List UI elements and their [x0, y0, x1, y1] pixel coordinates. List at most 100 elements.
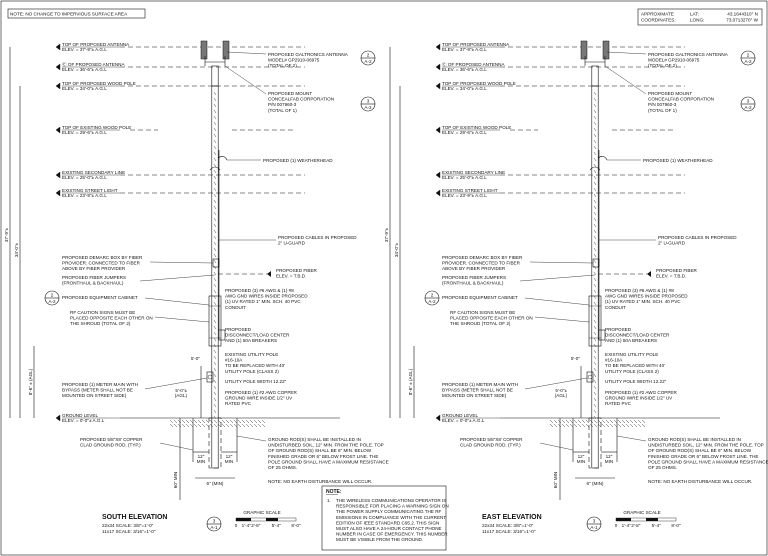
ground-rod-install-note: OF GROUND ROD(S) SHALL BE 6" MIN. BELOW	[648, 448, 752, 453]
existing-pole-note: #16-10A	[225, 358, 243, 363]
pole-texture	[593, 361, 597, 366]
fiber-note: PROPOSED FIBER	[656, 268, 698, 273]
soil-hatch-line	[257, 423, 262, 428]
scale-bar-fill	[236, 518, 251, 521]
graphic-scale-tick: 8'-0"	[671, 523, 681, 528]
soil-hatch-line	[253, 423, 258, 428]
dimension-width: 6" (MIN)	[587, 481, 604, 486]
soil-hatch-line	[613, 423, 618, 428]
pole-texture	[213, 325, 217, 330]
soil-hatch-line	[625, 419, 630, 424]
dimension-lines: 37'-9"±34'-0"±8'-6" ± (AGL)5'-0"5'-0"±(A…	[4, 47, 237, 500]
ground-rod-install-note: OF 25 OHMS.	[268, 465, 297, 470]
soil-hatch-line	[593, 419, 598, 424]
dimension-meter: 5'-0"±	[555, 388, 567, 393]
pole-texture	[213, 217, 217, 222]
ground-rod-note: CLAD GROUND ROD. (TYP.)	[460, 443, 521, 448]
level-name: TOP OF EXISTING WOOD POLE	[442, 125, 511, 130]
pole-texture	[213, 229, 217, 234]
soil-hatch-line	[609, 423, 614, 428]
fiber-note: ELEV. = T.B.D.	[656, 274, 686, 279]
jumpers-note: (FRONTHAUL & BACKHAUL)	[442, 281, 504, 286]
soil-hatch-line	[577, 423, 582, 428]
pole-texture	[213, 271, 217, 276]
level-arrow-icon	[435, 171, 441, 179]
bubble-sheet: A-2	[744, 59, 752, 64]
soil-hatch-line	[225, 419, 230, 424]
pole-texture	[213, 181, 217, 186]
pole-texture	[213, 415, 217, 420]
bubble-number: 2	[747, 53, 750, 58]
pole-top-extension	[211, 65, 219, 87]
note-line: MUST BE VISIBLE FROM THE GROUND.	[336, 537, 423, 542]
pole-texture	[593, 397, 597, 402]
elevation-scale-11x17: 11x17 SCALE: 3/16"=1'-0"	[482, 529, 536, 534]
dimension-12-min: MIN	[605, 459, 613, 464]
pole-texture	[213, 331, 217, 336]
soil-hatch-line	[249, 423, 254, 428]
level-name: EXISTING SECONDARY LINE	[442, 170, 505, 175]
meter-main	[586, 371, 594, 383]
leader-line	[534, 316, 590, 323]
note-line: NUMBER IN CASE OF EMERGENCY. THIS NUMBER	[336, 532, 448, 537]
soil-hatch-line	[637, 423, 642, 428]
pole-texture	[213, 337, 217, 342]
pole-texture	[593, 91, 597, 96]
soil-hatch-line	[593, 423, 598, 428]
soil-hatch-line	[217, 419, 222, 424]
level-arrow-icon	[55, 189, 61, 197]
ground-wire-note: PROPOSED (1) #2 AWG COPPER	[605, 390, 677, 395]
pole-texture	[213, 361, 217, 366]
pole-texture	[213, 367, 217, 372]
ground-wire-note: RATED PVC	[225, 401, 252, 406]
ground-rod-install-note: OF 25 OHMS.	[648, 465, 677, 470]
soil-hatch-line	[237, 419, 242, 424]
disconnect-note: AND (1) 50A BREAKERS	[225, 338, 277, 343]
pole-texture	[593, 295, 597, 300]
pole-texture	[593, 115, 597, 120]
soil-hatch-line	[581, 419, 586, 424]
dimension-meter: 5'-0"±	[175, 388, 187, 393]
dimension-overall: 37'-9"±	[384, 227, 389, 242]
pole-texture	[213, 355, 217, 360]
soil-hatch-line	[261, 423, 266, 428]
rf-signs-note: RF CAUTION SIGNS MUST BE	[70, 310, 135, 315]
level-arrow-icon	[435, 126, 441, 134]
wood-pole	[591, 85, 599, 469]
detail-reference-bubble: 3A-1	[586, 516, 602, 532]
graphic-scale-title: GRAPHIC SCALE	[243, 510, 280, 515]
pole-texture	[213, 313, 217, 318]
level-elevation: ELEV. = 25'-0"± A.G.L	[62, 175, 107, 180]
soil-hatch-line	[185, 419, 190, 424]
soil-hatch-line	[233, 419, 238, 424]
pole-texture	[213, 121, 217, 126]
soil-hatch-line	[209, 423, 214, 428]
conduit-note: CONDUIT	[225, 305, 246, 310]
level-name: TOP OF PROPOSED ANTENNA	[442, 42, 510, 47]
impervious-note: NOTE: NO CHANGE TO IMPERVIOUS SURFACE AR…	[7, 8, 146, 19]
leader-line	[539, 442, 574, 451]
dimension-cabinet: 8'-6" ± (AGL)	[28, 368, 33, 395]
pole-texture	[593, 103, 597, 108]
level-elevation: ELEV. = 29'-6"± A.G.L	[442, 130, 487, 135]
pole-texture	[213, 283, 217, 288]
bubble-number: 3	[213, 519, 216, 524]
leader-line	[606, 51, 647, 55]
mount-note: (TOTAL OF 1)	[268, 108, 297, 113]
level-elevation: ELEV. = 23'-9"± A.G.L	[62, 193, 107, 198]
pole-texture	[593, 229, 597, 234]
existing-pole-note: TO BE REPLACED WITH 40'	[225, 363, 285, 368]
level-name: GROUND LEVEL	[442, 413, 478, 418]
level-elevation: ELEV. = 36'-6"± A.G.L	[62, 67, 107, 72]
soil-hatch-line	[637, 419, 642, 424]
earth-disturbance-note: NOTE: NO EARTH DISTURBANCE WILL OCCUR.	[268, 479, 372, 484]
pole-texture	[213, 319, 217, 324]
note-line: THE WIRELESS COMMUNICATIONS OPERATOR IS	[336, 498, 446, 503]
